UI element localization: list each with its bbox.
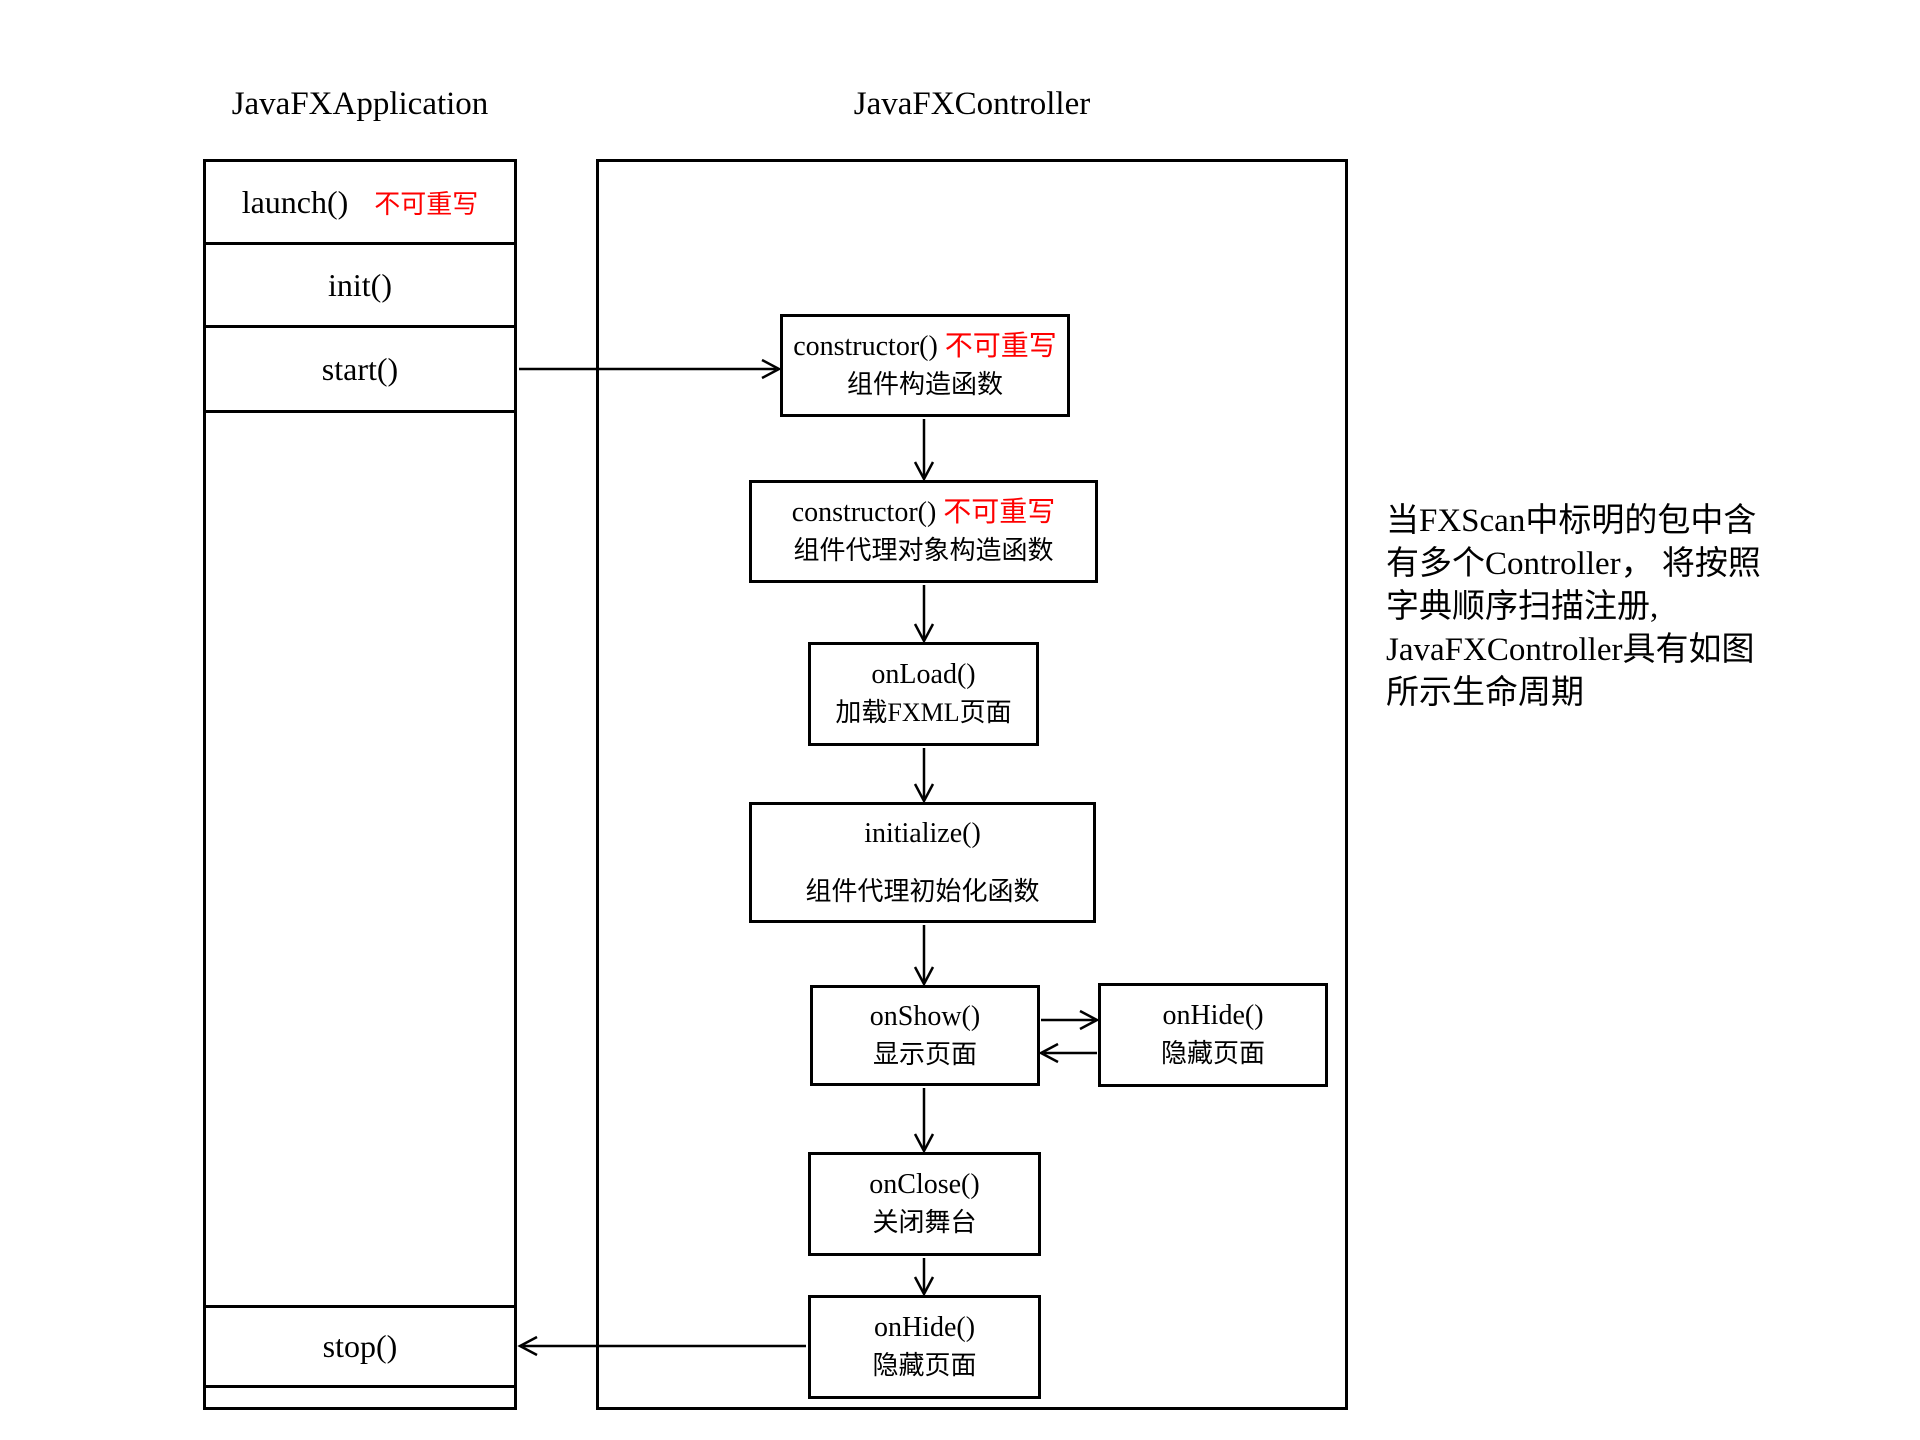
onhide-bottom-subtitle: 隐藏页面 bbox=[872, 1351, 977, 1380]
proxy-constructor-subtitle: 组件代理对象构造函数 bbox=[793, 535, 1054, 565]
onload-subtitle: 加载FXML页面 bbox=[835, 698, 1012, 727]
onload-title: onLoad() bbox=[871, 659, 976, 690]
lifecycle-box-onload: onLoad() 加载FXML页面 bbox=[808, 642, 1039, 746]
launch-label: launch() bbox=[241, 183, 349, 220]
lifecycle-box-constructor: constructor() 不可重写 组件构造函数 bbox=[780, 314, 1070, 417]
start-label: start() bbox=[321, 350, 399, 387]
onhide-side-subtitle: 隐藏页面 bbox=[1160, 1039, 1265, 1068]
lifecycle-box-onhide-bottom: onHide() 隐藏页面 bbox=[808, 1295, 1041, 1399]
annotation-line: 所示生命周期 bbox=[1386, 675, 1584, 711]
annotation-line: JavaFXController具有如图 bbox=[1386, 632, 1755, 668]
method-row-start: start() bbox=[206, 328, 514, 413]
init-label: init() bbox=[328, 266, 392, 303]
annotation-line: 字典顺序扫描注册, bbox=[1386, 589, 1659, 625]
lifecycle-box-onclose: onClose() 关闭舞台 bbox=[808, 1152, 1041, 1256]
annotation-line: 有多个Controller， 将按照 bbox=[1386, 546, 1761, 582]
lifecycle-box-proxy-constructor: constructor() 不可重写 组件代理对象构造函数 bbox=[749, 480, 1098, 583]
proxy-constructor-label: constructor() 不可重写 bbox=[792, 496, 1056, 530]
initialize-title: initialize() bbox=[864, 817, 981, 849]
onclose-subtitle: 关闭舞台 bbox=[872, 1208, 977, 1237]
constructor-label: constructor() 不可重写 bbox=[793, 330, 1057, 364]
constructor-note-not-overridable: 不可重写 bbox=[944, 330, 1057, 362]
onshow-title: onShow() bbox=[869, 1000, 981, 1032]
method-row-launch: launch() 不可重写 bbox=[206, 162, 514, 245]
javafx-controller-title: JavaFXController bbox=[853, 86, 1091, 122]
onshow-subtitle: 显示页面 bbox=[872, 1039, 977, 1069]
lifecycle-box-onshow: onShow() 显示页面 bbox=[810, 985, 1040, 1086]
annotation-line: 当FXScan中标明的包中含 bbox=[1386, 503, 1757, 539]
constructor-subtitle: 组件构造函数 bbox=[846, 369, 1003, 399]
launch-note-not-overridable: 不可重写 bbox=[374, 189, 479, 219]
proxy-constructor-note-not-overridable: 不可重写 bbox=[943, 496, 1056, 528]
annotation-text: 当FXScan中标明的包中含 有多个Controller， 将按照 字典顺序扫描… bbox=[1386, 500, 1866, 715]
lifecycle-box-initialize: initialize() 组件代理初始化函数 bbox=[749, 802, 1096, 923]
onhide-bottom-title: onHide() bbox=[873, 1312, 976, 1343]
javafx-application-class-box: launch() 不可重写 init() start() stop() bbox=[203, 159, 517, 1410]
method-row-stop: stop() bbox=[206, 1305, 514, 1388]
stop-label: stop() bbox=[322, 1328, 398, 1364]
constructor-title: constructor() bbox=[793, 330, 938, 362]
javafx-application-title: JavaFXApplication bbox=[231, 86, 489, 122]
lifecycle-box-onhide-side: onHide() 隐藏页面 bbox=[1098, 983, 1328, 1087]
initialize-subtitle: 组件代理初始化函数 bbox=[805, 876, 1040, 906]
proxy-constructor-title: constructor() bbox=[791, 496, 937, 528]
onhide-side-title: onHide() bbox=[1162, 1000, 1264, 1031]
onclose-title: onClose() bbox=[869, 1169, 980, 1200]
method-row-init: init() bbox=[206, 245, 514, 328]
